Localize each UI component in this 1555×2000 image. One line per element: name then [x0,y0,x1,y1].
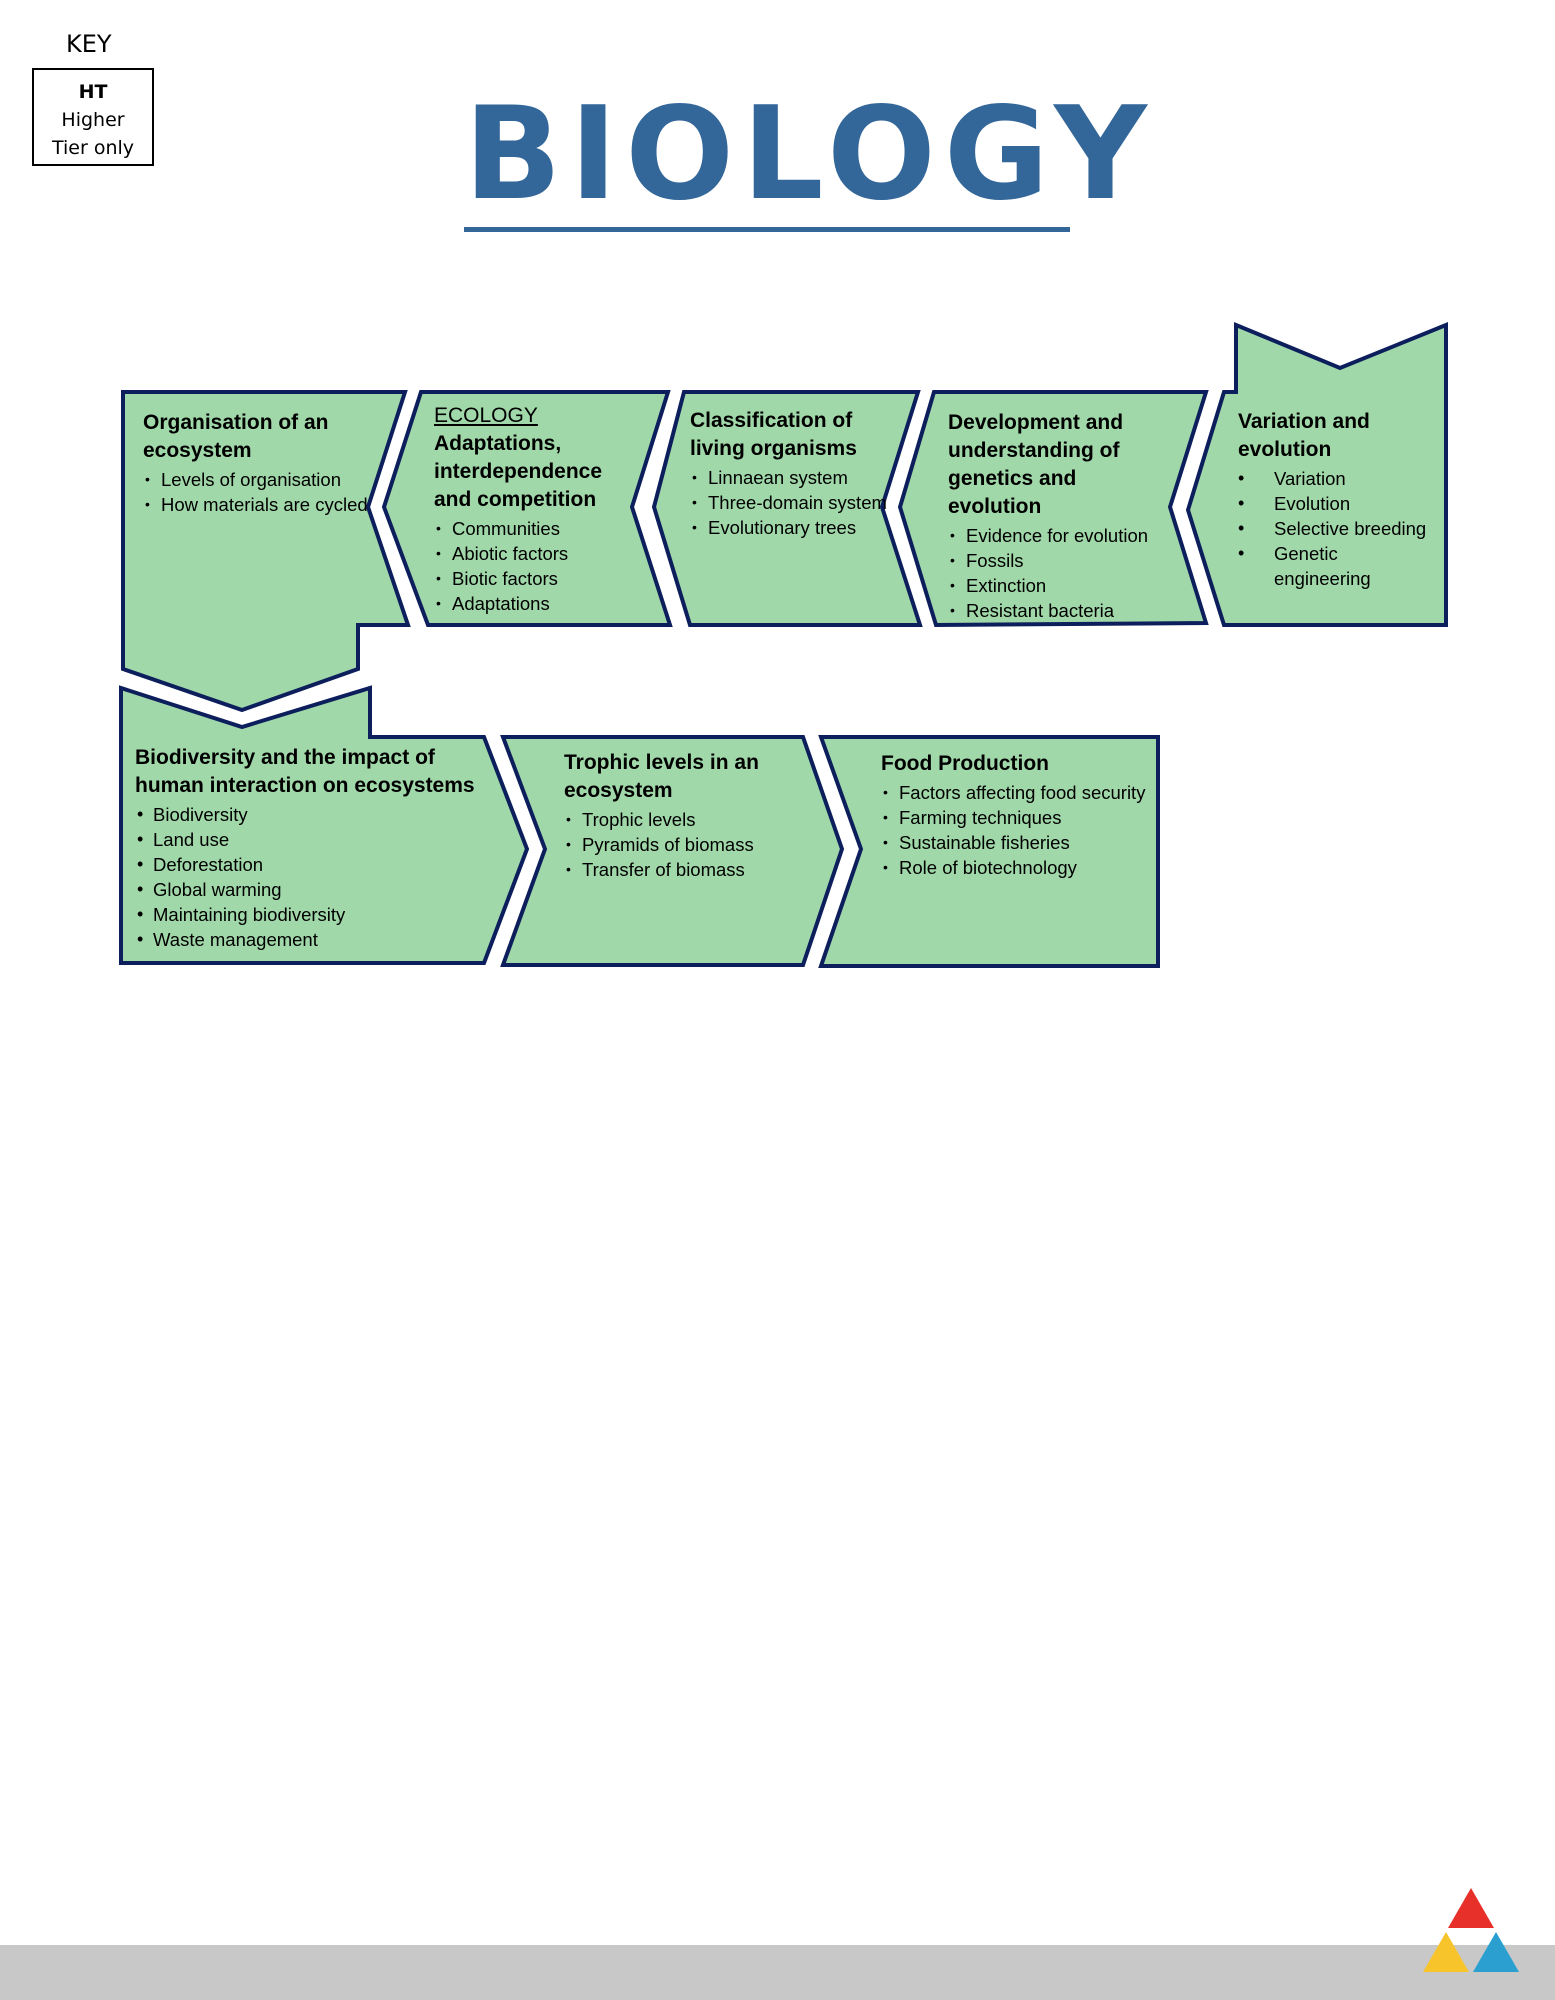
list-item: Fossils [948,548,1173,573]
list-item: Land use [135,827,485,852]
list-item: Farming techniques [881,805,1151,830]
topic-title: Trophic levels in an ecosystem [564,751,759,802]
topic-title: Food Production [881,752,1049,775]
topic-list: Trophic levels Pyramids of biomass Trans… [564,807,784,882]
topic-subtitle: ECOLOGY [434,404,538,427]
topic-title: Adaptations, interdependence and competi… [434,432,603,511]
key-box: HT Higher Tier only [32,68,154,166]
logo-red-triangle [1448,1888,1494,1928]
list-item: Selective breeding [1238,516,1438,541]
topic-card-8: Food Production Factors affecting food s… [881,750,1151,880]
list-item: Transfer of biomass [564,857,784,882]
list-item: Maintaining biodiversity [135,902,485,927]
topic-list: Communities Abiotic factors Biotic facto… [434,516,639,616]
list-item: Communities [434,516,639,541]
list-item: Variation [1238,466,1438,491]
page-title: BIOLOGY [464,80,1155,229]
list-item: Biotic factors [434,566,639,591]
key-line-1: Higher [61,109,125,131]
topic-card-5: Variation and evolution Variation Evolut… [1238,408,1438,591]
topic-title: Classification of living organisms [690,409,857,460]
key-line-2: Tier only [51,137,135,159]
list-item: Evolutionary trees [690,515,890,540]
topic-title: Variation and evolution [1238,410,1370,461]
topic-list: Levels of organisation How materials are… [143,467,383,517]
topic-title: Biodiversity and the impact of human int… [135,746,475,797]
list-item: Factors affecting food security [881,780,1151,805]
topic-card-2: ECOLOGY Adaptations, interdependence and… [434,402,639,616]
key-label: KEY [66,30,112,58]
topic-list: Linnaean system Three-domain system Evol… [690,465,890,540]
footer-bar [0,1945,1555,2000]
topic-list: Evidence for evolution Fossils Extinctio… [948,523,1173,623]
list-item: Evolution [1238,491,1438,516]
list-item: Adaptations [434,591,639,616]
list-item: Levels of organisation [143,467,383,492]
topic-card-1: Organisation of an ecosystem Levels of o… [143,409,383,517]
list-item: Linnaean system [690,465,890,490]
list-item: Genetic engineering [1238,541,1438,591]
list-item: Waste management [135,927,485,952]
topic-title: Organisation of an ecosystem [143,411,329,462]
logo-yellow-triangle [1423,1932,1469,1972]
list-item: Abiotic factors [434,541,639,566]
list-item: Pyramids of biomass [564,832,784,857]
list-item: Evidence for evolution [948,523,1173,548]
topic-card-7: Trophic levels in an ecosystem Trophic l… [564,749,784,882]
list-item: Biodiversity [135,802,485,827]
list-item: Three-domain system [690,490,890,515]
list-item: Global warming [135,877,485,902]
logo-blue-triangle [1473,1932,1519,1972]
list-item: Sustainable fisheries [881,830,1151,855]
topic-list: Factors affecting food security Farming … [881,780,1151,880]
list-item: Resistant bacteria [948,598,1173,623]
list-item: Role of biotechnology [881,855,1151,880]
list-item: Deforestation [135,852,485,877]
list-item: How materials are cycled [143,492,383,517]
topic-list: Variation Evolution Selective breeding G… [1238,466,1438,591]
topic-list: Biodiversity Land use Deforestation Glob… [135,802,485,952]
triangle-logo-icon [1423,1888,1519,1972]
topic-card-6: Biodiversity and the impact of human int… [135,744,485,952]
key-code: HT [78,81,108,103]
topic-card-4: Development and understanding of genetic… [948,409,1173,623]
topic-title: Development and understanding of genetic… [948,411,1124,518]
topic-card-3: Classification of living organisms Linna… [690,407,890,540]
list-item: Extinction [948,573,1173,598]
title-underline [464,227,1070,232]
topic-title-block: ECOLOGY Adaptations, interdependence and… [434,402,639,514]
list-item: Trophic levels [564,807,784,832]
